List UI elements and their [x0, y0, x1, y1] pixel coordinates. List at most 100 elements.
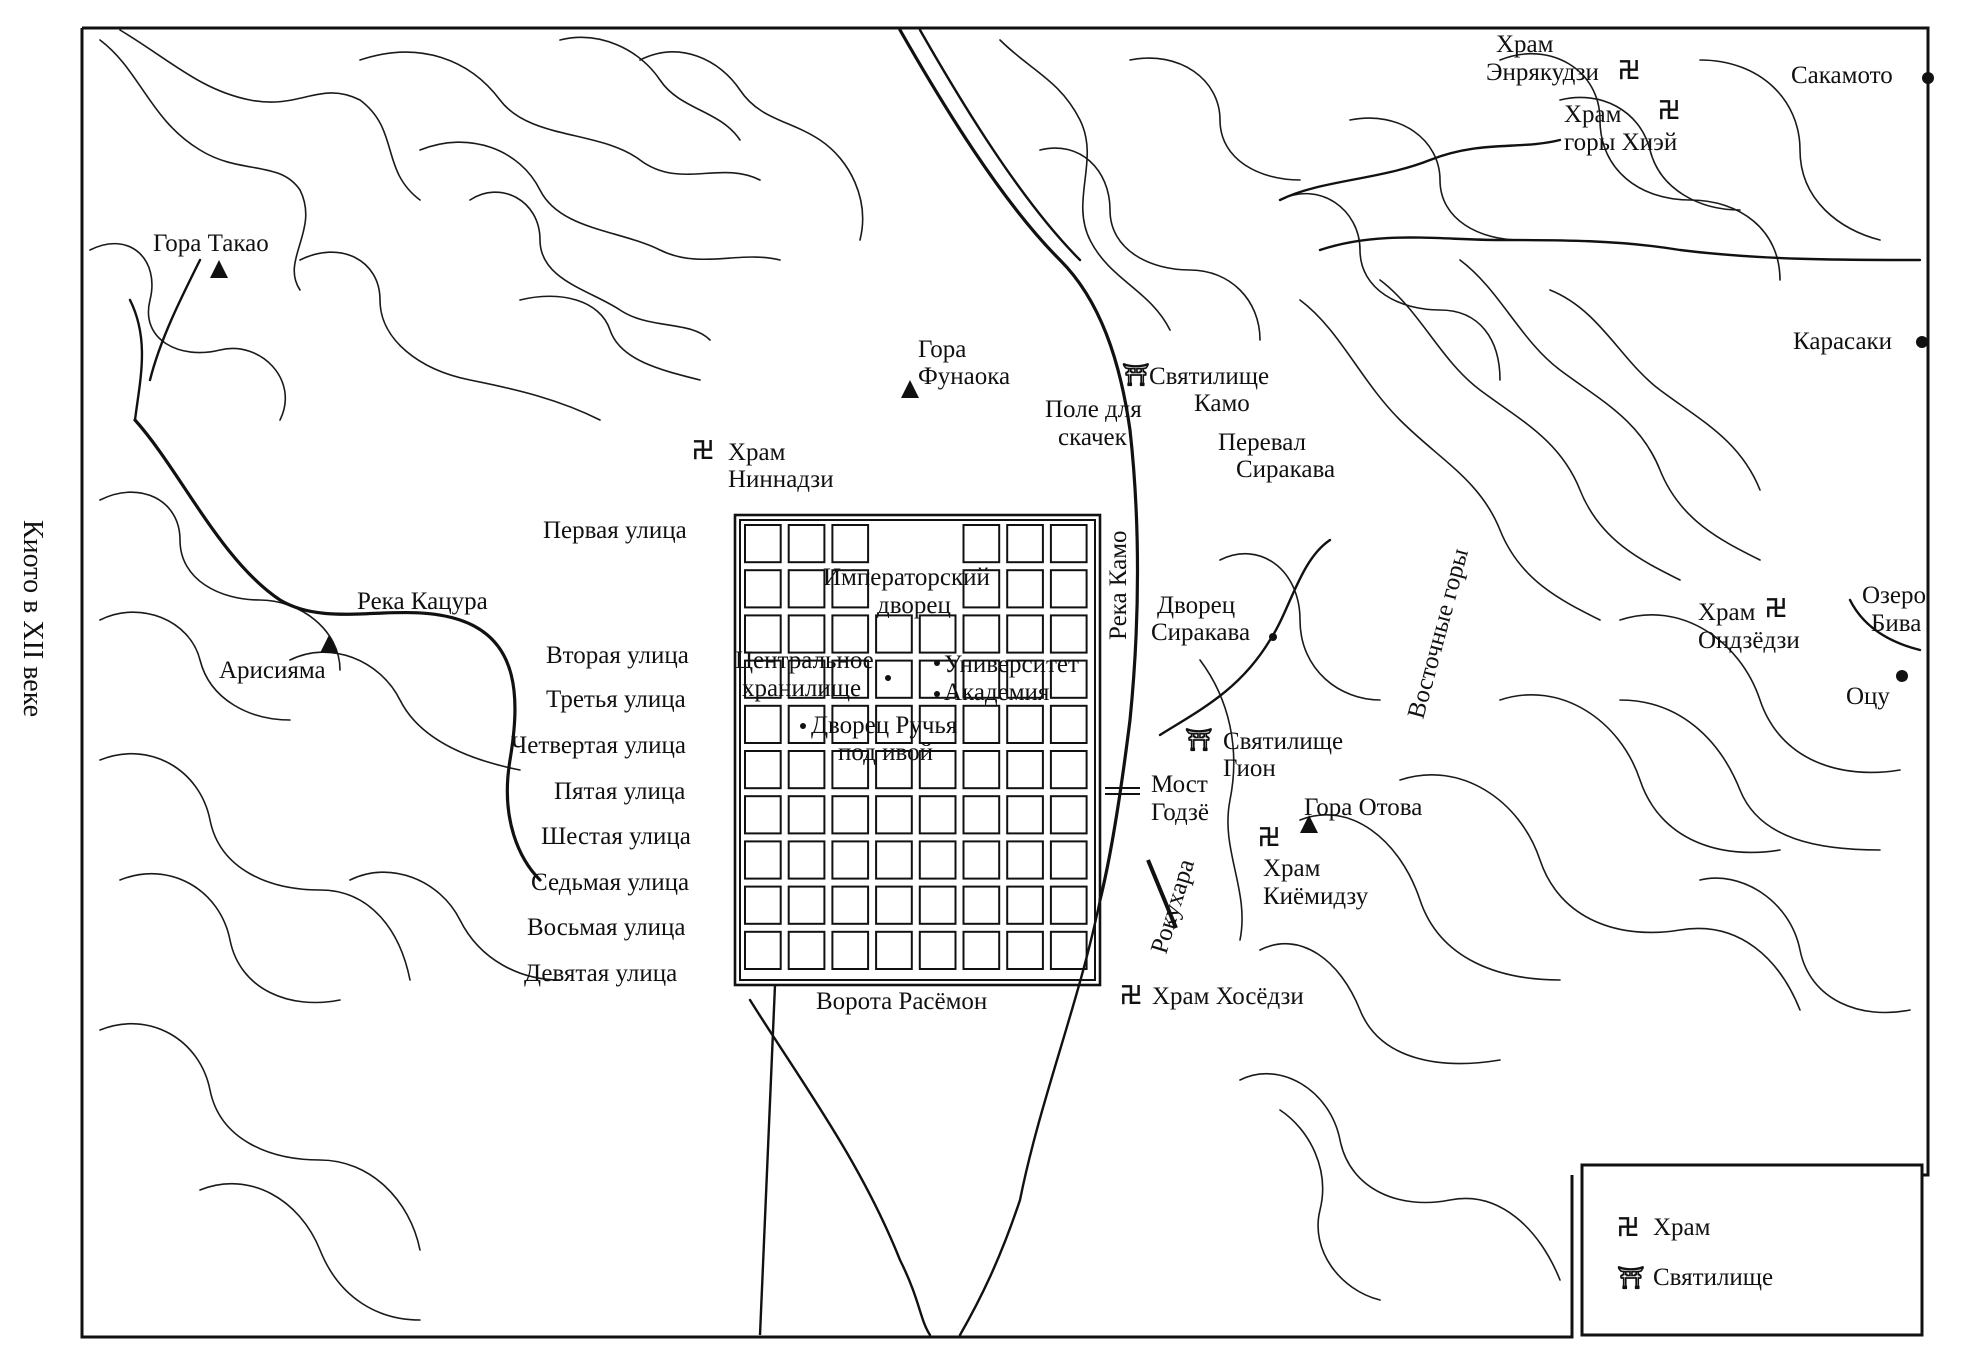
city-grid: [733, 513, 1102, 1336]
city-block: [1006, 659, 1044, 699]
city-block: [787, 614, 826, 654]
city-block: [962, 750, 1001, 790]
label-street-7: Седьмая улица: [531, 869, 689, 896]
temple-icon: 卍: [1765, 597, 1787, 622]
rivers: [128, 28, 1922, 1337]
dot-otsu: [1896, 670, 1908, 682]
city-block: [1049, 614, 1088, 654]
city-block: [787, 659, 826, 699]
city-block: [962, 569, 1001, 609]
label-central-store-2: хранилище: [742, 675, 861, 702]
city-block: [962, 704, 1001, 744]
dot-karasaki: [1916, 336, 1928, 348]
city-block: [831, 704, 870, 744]
place-symbols: 卍 ⛩ ⛩ 卍 卍 卍 卍 卍: [692, 59, 1787, 1009]
label-gojo-bridge-1: Мост: [1151, 771, 1208, 798]
city-block: [1006, 840, 1044, 880]
city-block: [1006, 930, 1044, 970]
city-block: [1006, 614, 1044, 654]
city-block: [831, 795, 870, 835]
city-block: [744, 614, 782, 654]
kamo-river-line: [898, 28, 1140, 902]
label-kamo-river: Река Камо: [1105, 530, 1132, 640]
city-block: [1049, 750, 1088, 790]
city-block: [831, 840, 870, 880]
label-mount-funaoka-2: Фунаока: [918, 363, 1010, 390]
city-block: [918, 614, 957, 654]
label-ninnaji-1: Храм: [728, 439, 786, 466]
label-kamo-shrine-1: Святилище: [1149, 363, 1269, 390]
label-shirakawa-pass-1: Перевал: [1218, 429, 1306, 456]
main-road-south: [758, 984, 777, 1336]
city-block: [787, 840, 826, 880]
map-title: Киото в XII веке: [17, 520, 48, 717]
grid-blocks: [744, 524, 1088, 970]
label-hosoji: Храм Хосёдзи: [1152, 983, 1304, 1010]
temple-icon: 卍: [692, 439, 714, 464]
city-block: [1006, 704, 1044, 744]
city-block: [1006, 750, 1044, 790]
city-block: [1049, 569, 1088, 609]
label-shirakawa-palace-1: Дворец: [1157, 592, 1235, 619]
label-lake-biwa-1: Озеро: [1862, 582, 1926, 609]
temple-icon: 卍: [1120, 984, 1142, 1009]
city-block: [1049, 930, 1088, 970]
city-block: [831, 569, 870, 609]
label-kamo-shrine-2: Камо: [1194, 390, 1250, 417]
label-arisiyama: Арисияма: [219, 657, 326, 684]
label-gion-shrine-2: Гион: [1223, 755, 1276, 782]
city-block: [744, 524, 782, 564]
city-block: [962, 659, 1001, 699]
city-block: [918, 885, 957, 925]
city-block: [1049, 524, 1088, 564]
city-block: [962, 795, 1001, 835]
city-block: [918, 795, 957, 835]
peak-arisiyama-marker: [320, 635, 338, 653]
city-block: [744, 659, 782, 699]
label-rashomon: Ворота Расёмон: [816, 988, 987, 1015]
city-block: [744, 569, 782, 609]
city-block: [875, 840, 913, 880]
city-block: [787, 930, 826, 970]
legend: 卍 Храм ⛩ Святилище: [1580, 1163, 1924, 1337]
gojo-bridge: [1105, 787, 1140, 795]
city-block: [962, 524, 1001, 564]
city-block: [831, 524, 870, 564]
label-hiei-1: Храм: [1564, 101, 1622, 128]
city-block: [787, 795, 826, 835]
label-street-5: Пятая улица: [554, 778, 685, 805]
label-street-1: Первая улица: [543, 517, 687, 544]
city-block: [875, 885, 913, 925]
label-willow-palace-2: под ивой: [838, 739, 933, 766]
city-block: [1049, 840, 1088, 880]
city-block: [1006, 524, 1044, 564]
city-block: [962, 930, 1001, 970]
label-university: Университет: [944, 651, 1079, 678]
city-block: [1049, 659, 1088, 699]
legend-temple-icon: 卍: [1617, 1216, 1639, 1241]
label-willow-palace-1: Дворец Ручья: [811, 712, 958, 739]
label-imperial-palace-2: дворец: [877, 592, 951, 619]
temple-icon: 卍: [1258, 826, 1280, 851]
label-street-9: Девятая улица: [524, 960, 677, 987]
katsura-river-line: [133, 418, 542, 882]
label-kiyomizu-1: Храм: [1263, 855, 1321, 882]
city-block: [787, 569, 826, 609]
label-race-field-2: скачек: [1058, 424, 1128, 451]
city-block: [744, 930, 782, 970]
label-enryakuji-2: Энрякудзи: [1486, 59, 1599, 86]
peak-otowa-marker: [1300, 815, 1318, 833]
label-ninnaji-2: Ниннадзи: [728, 466, 834, 493]
city-block: [1049, 795, 1088, 835]
shrine-icon: ⛩: [1122, 363, 1150, 388]
label-shirakawa-pass-2: Сиракава: [1236, 456, 1335, 483]
dot-central-store: [885, 675, 891, 681]
label-mount-takao: Гора Такао: [153, 230, 269, 257]
dot-shirakawa-palace: [1269, 633, 1277, 641]
city-block: [875, 704, 913, 744]
city-block: [1006, 569, 1044, 609]
city-block: [744, 795, 782, 835]
city-block: [787, 524, 826, 564]
legend-shrine-icon: ⛩: [1617, 1266, 1645, 1291]
